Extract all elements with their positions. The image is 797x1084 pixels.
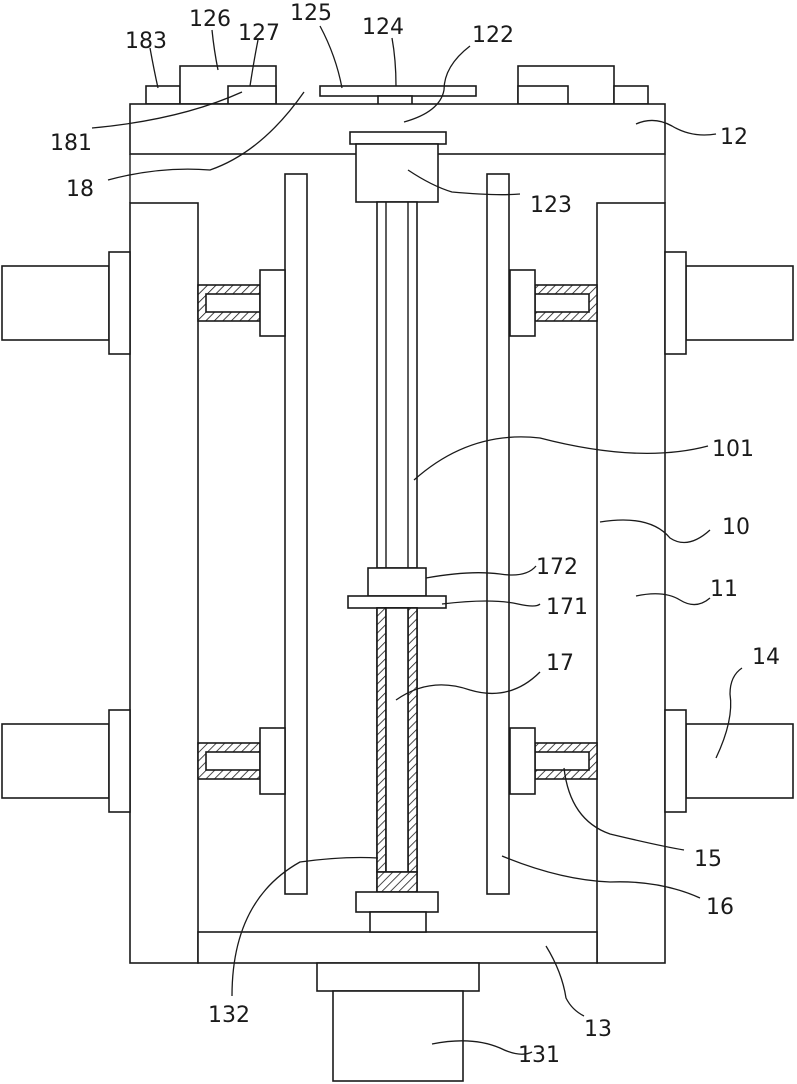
plate-125 <box>320 86 476 96</box>
label-17: 17 <box>546 651 574 676</box>
block-ur <box>510 270 535 336</box>
spring-lr-core <box>535 752 589 770</box>
sleeve-inner-17 <box>386 608 408 872</box>
spring-ll-core <box>206 752 260 770</box>
leader-126 <box>212 30 218 70</box>
lead-screw-101 <box>377 202 417 568</box>
guide-plate-right-16 <box>487 174 509 894</box>
bearing-base <box>370 912 426 932</box>
motor-131 <box>333 991 463 1081</box>
sleeve-bottom-132 <box>377 872 417 892</box>
arm-lower-right-flange <box>665 710 686 812</box>
label-127: 127 <box>238 21 280 46</box>
clamp-right-inner <box>518 86 568 104</box>
clamp-block-right <box>614 86 648 104</box>
screw-outer <box>377 202 417 568</box>
arm-upper-right <box>686 266 793 340</box>
arm-upper-left <box>2 266 109 340</box>
label-131: 131 <box>518 1043 560 1068</box>
label-132: 132 <box>208 1003 250 1028</box>
leader-183 <box>150 48 158 88</box>
label-13: 13 <box>584 1017 612 1042</box>
guide-plate-left <box>285 174 307 894</box>
clamp-block-183 <box>146 86 180 104</box>
block-lr <box>510 728 535 794</box>
label-14: 14 <box>752 645 780 670</box>
label-10: 10 <box>722 515 750 540</box>
label-181: 181 <box>50 131 92 156</box>
motor-123 <box>356 144 438 202</box>
label-172: 172 <box>536 555 578 580</box>
label-15: 15 <box>694 847 722 872</box>
arm-lower-left <box>2 724 109 798</box>
flange-171 <box>348 596 446 608</box>
label-12: 12 <box>720 125 748 150</box>
arm-lower-left-flange <box>109 710 130 812</box>
block-ul <box>260 270 285 336</box>
label-125: 125 <box>290 1 332 26</box>
label-124: 124 <box>362 15 404 40</box>
sleeve-wall-left <box>377 608 386 872</box>
label-171: 171 <box>546 595 588 620</box>
bottom-plate-13 <box>198 932 597 963</box>
spring-ur-core <box>535 294 589 312</box>
top-assembly <box>130 66 665 202</box>
leader-125 <box>320 26 342 88</box>
label-101: 101 <box>712 437 754 462</box>
label-123: 123 <box>530 193 572 218</box>
spring-ul-core <box>206 294 260 312</box>
side-wall-right-11 <box>597 203 665 963</box>
sleeve-wall-right <box>408 608 417 872</box>
side-wall-left <box>130 203 198 963</box>
nut-172 <box>368 568 426 596</box>
label-126: 126 <box>189 7 231 32</box>
label-16: 16 <box>706 895 734 920</box>
label-122: 122 <box>472 23 514 48</box>
leader-172 <box>426 566 536 578</box>
leader-124 <box>392 38 396 86</box>
arm-lower-right <box>686 724 793 798</box>
arm-upper-right-flange <box>665 252 686 354</box>
arm-upper-left-flange <box>109 252 130 354</box>
motor-mount-13 <box>317 963 479 991</box>
block-ll <box>260 728 285 794</box>
label-183: 183 <box>125 29 167 54</box>
bearing-disc <box>356 892 438 912</box>
label-18: 18 <box>66 177 94 202</box>
label-11: 11 <box>710 577 738 602</box>
coupling-123-flange <box>350 132 446 144</box>
